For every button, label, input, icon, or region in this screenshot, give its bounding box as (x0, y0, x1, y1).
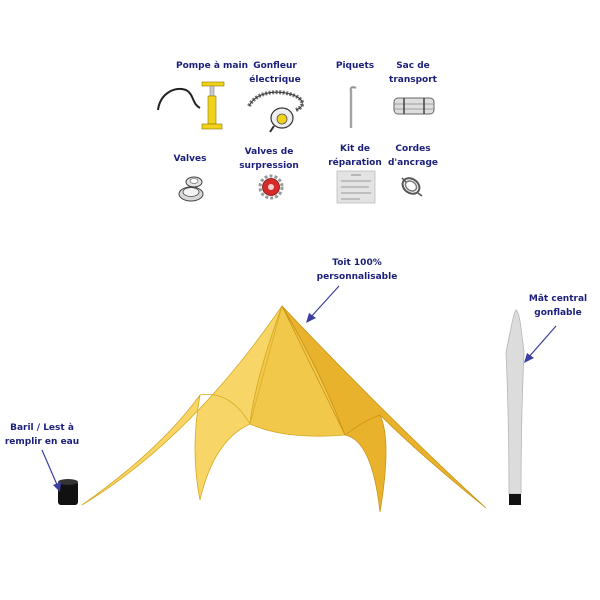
barrel-arrow (41, 449, 59, 488)
callout-roof: Toit 100% personnalisable (316, 258, 398, 282)
relief-valve-icon (258, 174, 284, 200)
hand-pump-icon (156, 80, 228, 132)
label-repair-kit: Kit de réparation (328, 144, 382, 168)
stake-icon (346, 84, 362, 132)
mast-arrow (527, 325, 557, 359)
inflatable-mast (505, 309, 525, 505)
star-tent (81, 305, 487, 513)
label-electric-inflator: Gonfleur électrique (249, 61, 301, 85)
label-hand-pump: Pompe à main (176, 61, 248, 71)
valve-icon (176, 172, 208, 204)
mast-arrowhead (524, 353, 534, 363)
repair-kit-icon (336, 170, 376, 204)
label-valves: Valves (173, 154, 207, 164)
callout-arrows (41, 285, 557, 492)
callout-barrel: Baril / Lest à remplir en eau (4, 423, 80, 447)
callout-mast: Mât central gonflable (528, 294, 588, 318)
label-stakes: Piquets (335, 61, 375, 71)
label-transport-bag: Sac de transport (389, 61, 437, 85)
rope-coil-icon (398, 172, 424, 198)
transport-bag-icon (392, 96, 436, 116)
electric-inflator-icon (246, 84, 310, 134)
label-anchor-ropes: Cordes d'ancrage (387, 144, 439, 168)
roof-arrowhead (306, 313, 316, 323)
barrel-arrowhead (53, 482, 61, 492)
water-barrel (58, 479, 78, 505)
label-relief-valves: Valves de surpression (239, 147, 299, 171)
roof-arrow (309, 285, 340, 319)
